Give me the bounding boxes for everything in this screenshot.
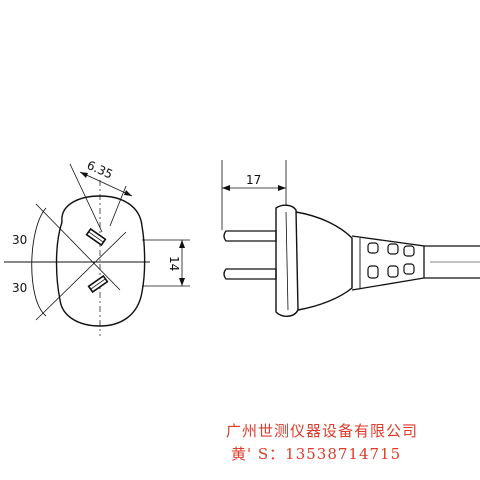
pin-length-label: 17 [246,173,261,187]
pitch-dim-line [79,171,133,197]
length-arrow-left [222,185,230,191]
pitch-arrow-left [80,172,88,178]
plug-face-outline [55,195,146,327]
lower-angle-line [35,231,127,321]
angle-arc [31,207,47,317]
pitch-ext-line-1 [69,163,103,233]
strain-relief [351,235,425,291]
pitch-ext-line-2 [109,185,127,227]
side-view [221,160,480,317]
height-arrow-bottom [179,278,185,286]
pin-pitch-label: 6.35 [85,158,115,182]
relief-slot-3 [387,243,399,255]
plate-inner-line [285,211,289,311]
height-arrow-top [179,240,185,248]
upper-pin [85,227,107,247]
relief-slot-2 [367,265,379,279]
length-arrow-right [278,185,286,191]
relief-slot-1 [367,242,379,254]
relief-slot-5 [403,245,415,257]
pitch-arrow-right [124,190,132,196]
plug-body [295,211,353,311]
face-height-label: 14 [167,256,181,271]
relief-slot-4 [387,265,399,278]
side-pin-lower [223,268,277,280]
watermark-company: 广州世测仪器设备有限公司 [226,422,419,440]
side-pin-upper [223,230,277,242]
lower-angle-label: 30 [12,281,27,295]
upper-angle-label: 30 [12,233,27,247]
upper-angle-line [35,203,121,291]
watermark-phone: 黄' S：13538714715 [231,445,402,463]
lower-pin [87,274,109,294]
relief-slot-6 [403,263,415,275]
front-view [4,163,190,336]
